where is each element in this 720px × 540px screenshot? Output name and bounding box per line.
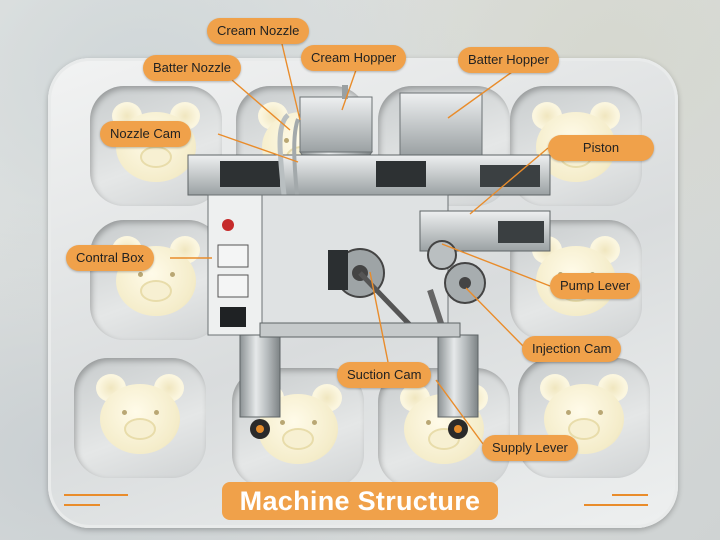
bear-cake bbox=[538, 372, 630, 456]
label-cream-nozzle: Cream Nozzle bbox=[207, 18, 310, 44]
title-deco-line bbox=[584, 504, 648, 506]
nozzle-cam-housing bbox=[220, 161, 280, 187]
pump-cam bbox=[427, 240, 457, 270]
title-deco-line bbox=[64, 504, 100, 506]
tray-cavity bbox=[518, 358, 650, 478]
label-cream-hopper: Cream Hopper bbox=[301, 45, 407, 71]
label-piston: Piston bbox=[548, 135, 654, 161]
page-title: Machine Structure bbox=[222, 482, 498, 520]
right-leg bbox=[437, 334, 479, 418]
title-deco-line bbox=[64, 494, 128, 496]
label-supply-lever: Supply Lever bbox=[482, 435, 578, 461]
label-batter-nozzle: Batter Nozzle bbox=[143, 55, 242, 81]
title-banner: Machine Structure bbox=[0, 482, 720, 522]
bear-cake bbox=[94, 372, 186, 456]
depositing-machine bbox=[187, 85, 551, 439]
label-contral-box: Contral Box bbox=[66, 245, 154, 271]
label-suction-cam: Suction Cam bbox=[337, 362, 432, 388]
label-pump-lever: Pump Lever bbox=[550, 273, 641, 299]
tray-cavity bbox=[74, 358, 206, 478]
caster-wheel bbox=[448, 419, 468, 439]
label-batter-hopper: Batter Hopper bbox=[458, 47, 559, 73]
left-leg bbox=[239, 334, 281, 418]
caster-wheel bbox=[250, 419, 270, 439]
label-injection-cam: Injection Cam bbox=[522, 336, 622, 362]
title-deco-line bbox=[612, 494, 648, 496]
label-nozzle-cam: Nozzle Cam bbox=[100, 121, 191, 147]
